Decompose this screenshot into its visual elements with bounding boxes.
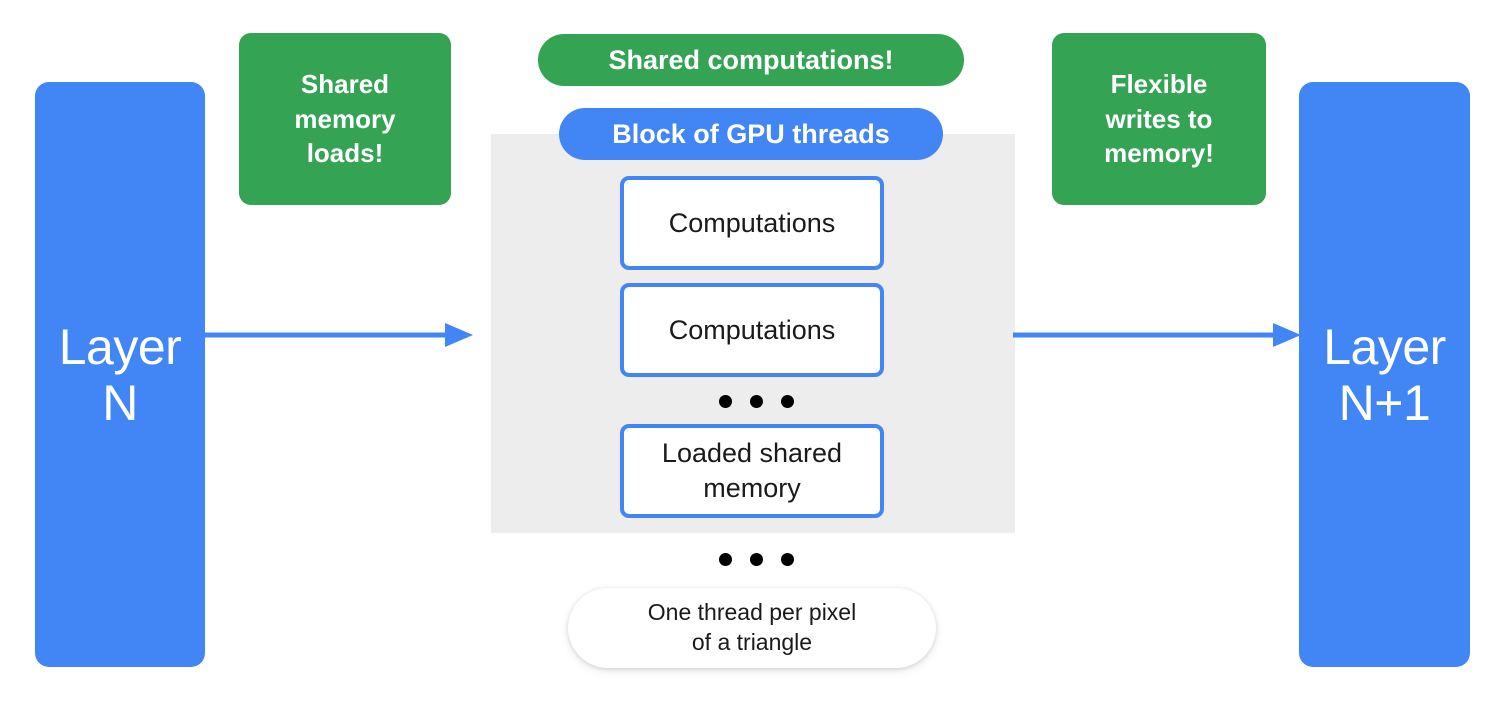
callout-shared-memory-loads: Shared memory loads! — [239, 33, 451, 205]
ellipsis-dot — [750, 553, 763, 566]
arrow-layer-n-to-block — [203, 323, 473, 347]
layer-n-block: Layer N — [35, 82, 205, 667]
arrow-block-to-layer-n1 — [1013, 323, 1301, 347]
layer-n-plus-1-block: Layer N+1 — [1299, 82, 1470, 667]
ellipsis-inner — [719, 395, 794, 408]
arrow-head — [445, 323, 473, 347]
note-one-thread-per-pixel: One thread per pixel of a triangle — [568, 588, 936, 668]
ellipsis-dot — [750, 395, 763, 408]
pill-block-of-gpu-threads: Block of GPU threads — [559, 108, 943, 160]
pill-shared-computations: Shared computations! — [538, 34, 964, 86]
ellipsis-dot — [781, 395, 794, 408]
ellipsis-outer — [719, 553, 794, 566]
ellipsis-dot — [781, 553, 794, 566]
thread-box-loaded-shared-memory: Loaded shared memory — [620, 424, 884, 518]
arrow-head — [1273, 323, 1301, 347]
callout-flexible-writes-to-memory: Flexible writes to memory! — [1052, 33, 1266, 205]
ellipsis-dot — [719, 395, 732, 408]
ellipsis-dot — [719, 553, 732, 566]
thread-box-computations-1: Computations — [620, 176, 884, 270]
thread-box-computations-2: Computations — [620, 283, 884, 377]
